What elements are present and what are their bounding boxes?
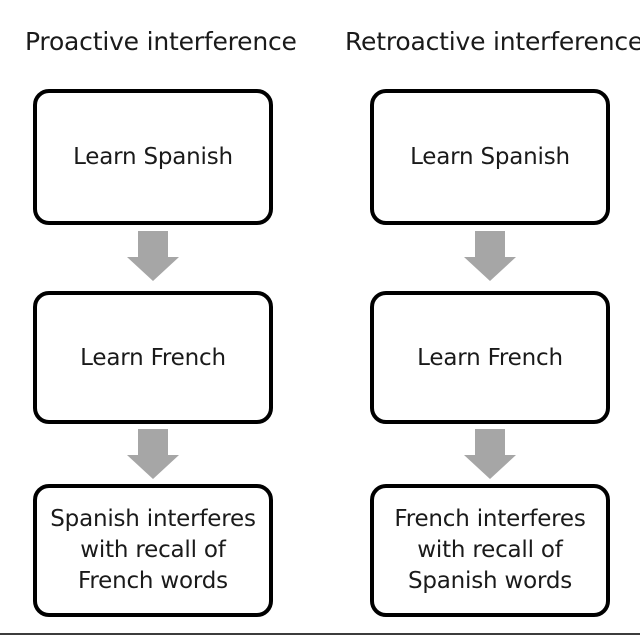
column-title-retroactive: Retroactive interference [345,27,640,56]
box-label: Learn French [417,344,563,371]
box-label: Learn French [80,344,226,371]
retroactive-step-learn-spanish: Learn Spanish [370,89,610,225]
down-arrow-icon [127,429,179,479]
retroactive-step-learn-french: Learn French [370,291,610,424]
proactive-step-learn-spanish: Learn Spanish [33,89,273,225]
box-label: Learn Spanish [410,144,570,170]
down-arrow-icon [464,231,516,281]
down-arrow-icon [464,429,516,479]
box-label: Learn Spanish [73,144,233,170]
proactive-step-learn-french: Learn French [33,291,273,424]
box-label: Spanish interferes with recall of French… [50,506,256,594]
proactive-step-outcome: Spanish interferes with recall of French… [33,484,273,617]
bottom-divider [0,633,640,635]
column-title-proactive: Proactive interference [25,27,297,56]
box-label: French interferes with recall of Spanish… [394,506,586,594]
down-arrow-icon [127,231,179,281]
retroactive-step-outcome: French interferes with recall of Spanish… [370,484,610,617]
